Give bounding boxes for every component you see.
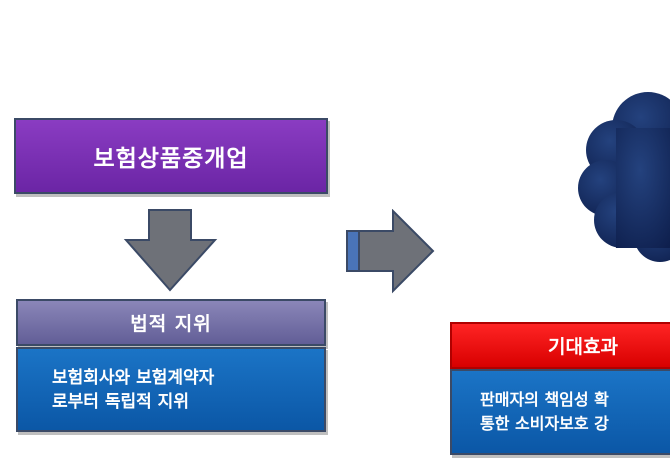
right-arrow-icon — [346, 209, 435, 294]
product-box-label: 보험상품중개업 — [93, 146, 249, 172]
down-arrow-icon — [123, 209, 218, 292]
expected-effect-line-2: 통한 소비자보호 강 — [480, 414, 609, 433]
expected-effect-header: 기대효과 — [450, 322, 670, 369]
expected-effect-title: 기대효과 — [548, 336, 618, 358]
expected-effect-body: 판매자의 책임성 확 통한 소비자보호 강 — [450, 369, 670, 455]
legal-status-line-2: 로부터 독립적 지위 — [52, 391, 189, 412]
expected-effect-line-1: 판매자의 책임성 확 — [480, 390, 609, 409]
cloud-shape — [578, 92, 670, 262]
legal-status-line-1: 보험회사와 보험계약자 — [52, 367, 215, 388]
legal-status-body: 보험회사와 보험계약자 로부터 독립적 지위 — [16, 347, 326, 432]
legal-status-title: 법적 지위 — [130, 313, 212, 335]
legal-status-header: 법적 지위 — [16, 299, 326, 346]
product-box: 보험상품중개업 — [14, 118, 328, 194]
